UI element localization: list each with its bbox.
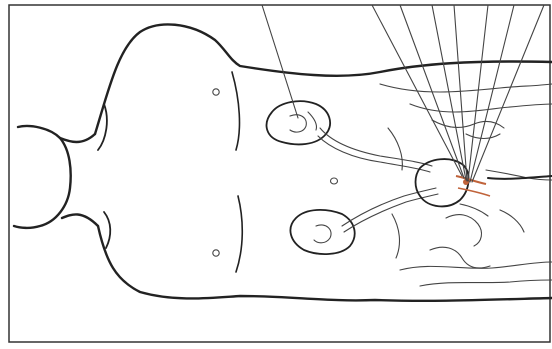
navel — [331, 178, 338, 184]
leader-line-1 — [262, 5, 298, 118]
neck-line-lower — [62, 214, 98, 226]
abdominal-contour-upper — [380, 84, 552, 92]
pelvis-line-12 — [500, 210, 524, 232]
head-outline — [14, 126, 71, 228]
pelvis-line-5 — [446, 215, 481, 246]
pelvis-line-6 — [430, 247, 490, 268]
pelvis-line-2 — [466, 134, 500, 139]
pelvis-line-10 — [392, 214, 399, 258]
neck-line-upper — [60, 134, 95, 142]
leader-line-8 — [472, 5, 544, 182]
right-nipple — [213, 250, 219, 256]
chest-contour-lower — [236, 196, 242, 272]
left-nipple — [213, 89, 219, 95]
kidney-lower — [290, 210, 354, 254]
ureter-lower — [342, 188, 436, 226]
leader-line-6 — [468, 5, 488, 181]
clavicle-line-lower — [104, 212, 110, 248]
bladder — [416, 159, 469, 206]
urethra-highlight-2 — [458, 188, 490, 196]
ureter-upper — [320, 128, 432, 166]
kidney-upper-detail — [308, 112, 317, 130]
leader-lines — [262, 5, 544, 182]
pelvis-line-8 — [420, 280, 552, 286]
torso-outline-lower — [98, 226, 552, 301]
pelvis-line-11 — [460, 204, 488, 216]
kidney-lower-hilum — [314, 225, 331, 243]
abdominal-contour-2 — [410, 104, 552, 112]
leader-line-5 — [454, 5, 467, 181]
chest-contour — [232, 72, 239, 150]
pelvis-line-7 — [400, 262, 552, 270]
leader-line-7 — [470, 5, 514, 182]
ureter-upper-2 — [318, 136, 430, 172]
